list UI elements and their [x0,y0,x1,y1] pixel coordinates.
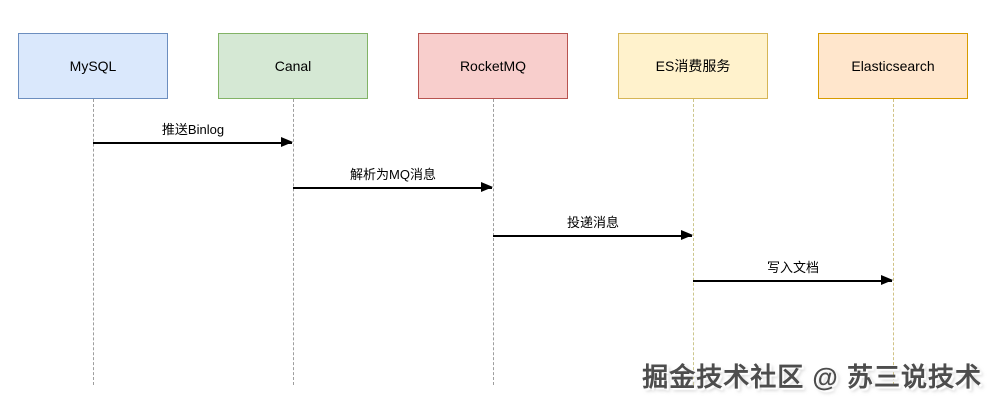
lifeline-es-consumer [693,99,694,385]
message-label: 推送Binlog [161,122,225,137]
lifeline-rocketmq [493,99,494,385]
participant-label-canal: Canal [274,58,312,74]
message-line [693,280,892,282]
arrowhead-icon [881,275,893,285]
participant-box-canal: Canal [218,33,368,99]
participant-box-mysql: MySQL [18,33,168,99]
participant-box-es-consumer: ES消费服务 [618,33,768,99]
message-label: 解析为MQ消息 [350,167,436,182]
message-line [493,235,692,237]
arrowhead-icon [481,182,493,192]
participant-box-elasticsearch: Elasticsearch [818,33,968,99]
lifeline-mysql [93,99,94,385]
arrowhead-icon [681,230,693,240]
message-line [93,142,292,144]
participant-box-rocketmq: RocketMQ [418,33,568,99]
watermark-text: 掘金技术社区 @ 苏三说技术 [642,362,982,392]
lifeline-canal [293,99,294,385]
participant-label-mysql: MySQL [69,58,117,74]
message-line [293,187,492,189]
lifeline-elasticsearch [893,99,894,385]
participant-label-es-consumer: ES消费服务 [655,58,731,74]
participant-label-rocketmq: RocketMQ [459,58,527,74]
participant-label-elasticsearch: Elasticsearch [851,58,935,74]
arrowhead-icon [281,137,293,147]
message-label: 投递消息 [566,215,619,230]
message-label: 写入文档 [766,260,819,275]
